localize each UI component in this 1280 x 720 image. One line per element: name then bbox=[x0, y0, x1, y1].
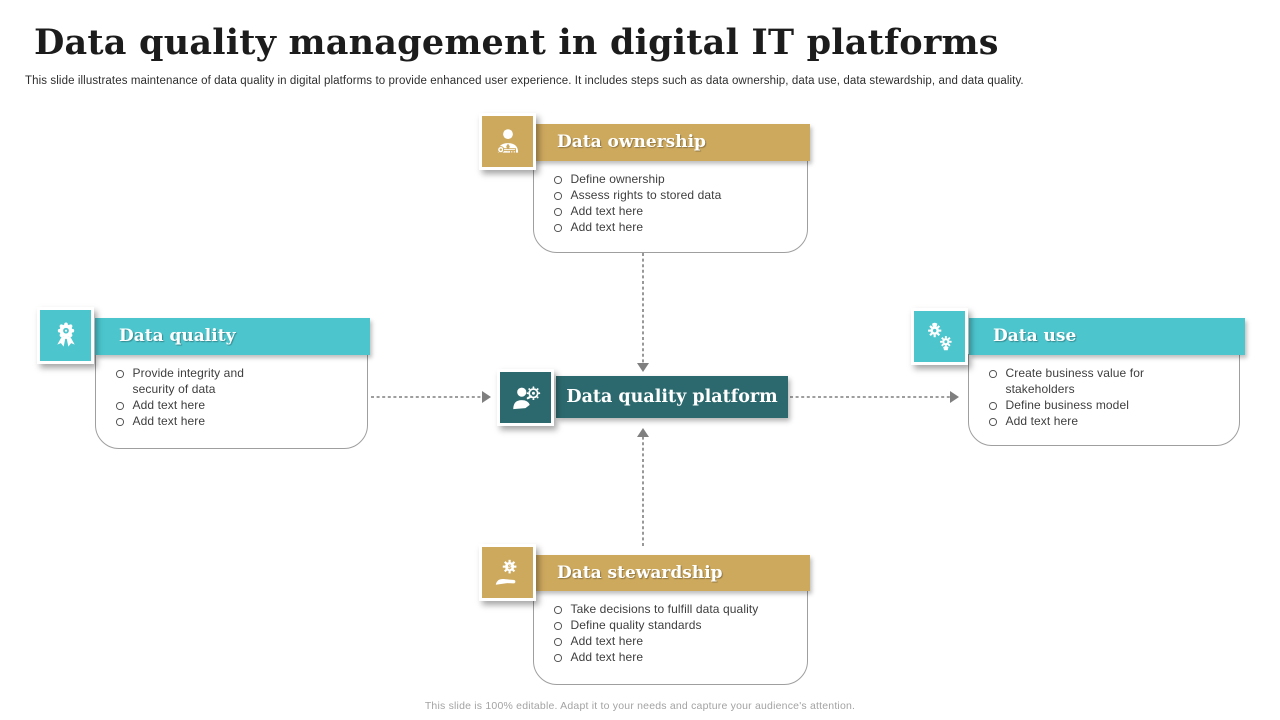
node-header: Data ownership bbox=[533, 124, 810, 161]
bullet-marker bbox=[554, 622, 562, 630]
bullet-marker bbox=[989, 418, 997, 426]
bullet-marker bbox=[554, 176, 562, 184]
node-card: Take decisions to fulfill data quality D… bbox=[533, 590, 808, 685]
bullet-marker bbox=[116, 418, 124, 426]
node-header: Data quality bbox=[95, 318, 370, 355]
bullet-item: Define ownership bbox=[554, 171, 795, 187]
node-header: Data use bbox=[969, 318, 1245, 355]
bullet-item: Add text here bbox=[554, 219, 795, 235]
bullet-item: Add text here bbox=[554, 649, 795, 665]
bullet-marker bbox=[554, 654, 562, 662]
bullet-item: Assess rights to stored data bbox=[554, 187, 795, 203]
bullet-item: Provide integrity and security of data bbox=[116, 365, 355, 397]
svg-text:$: $ bbox=[507, 563, 511, 570]
bullet-marker bbox=[989, 402, 997, 410]
bullet-item: Define quality standards bbox=[554, 617, 795, 633]
hand-gear-icon: $ bbox=[479, 544, 536, 601]
gears-hand-icon bbox=[911, 308, 968, 365]
center-platform-bar: Data quality platform bbox=[556, 376, 788, 418]
node-card: Define ownership Assess rights to stored… bbox=[533, 160, 808, 253]
bullet-item: Create business value for stakeholders bbox=[989, 365, 1227, 397]
bullet-marker bbox=[989, 370, 997, 378]
node-card: Create business value for stakeholders D… bbox=[968, 354, 1240, 446]
node-title: Data stewardship bbox=[557, 563, 723, 583]
bullet-marker bbox=[554, 224, 562, 232]
bullet-marker bbox=[554, 606, 562, 614]
bullet-marker bbox=[554, 208, 562, 216]
node-data-quality: Data quality Provide integrity and secur… bbox=[37, 307, 371, 449]
person-gear-icon bbox=[497, 369, 554, 426]
bullet-marker bbox=[116, 402, 124, 410]
bullet-marker bbox=[116, 370, 124, 378]
node-header: Data stewardship bbox=[533, 555, 810, 591]
node-data-stewardship: $ Data stewardship Take decisions to ful… bbox=[479, 544, 811, 685]
slide-subtitle: This slide illustrates maintenance of da… bbox=[25, 75, 1024, 87]
node-title: Data use bbox=[993, 326, 1077, 346]
bullet-item: Add text here bbox=[989, 413, 1227, 429]
award-ribbon-icon bbox=[37, 307, 94, 364]
bullet-item: Take decisions to fulfill data quality bbox=[554, 601, 795, 617]
center-platform-label: Data quality platform bbox=[566, 387, 778, 407]
bullet-item: Add text here bbox=[116, 413, 355, 429]
node-title: Data ownership bbox=[557, 132, 706, 152]
bullet-marker bbox=[554, 192, 562, 200]
page-title: Data quality management in digital IT pl… bbox=[34, 22, 999, 63]
bullet-list: Create business value for stakeholders D… bbox=[989, 365, 1227, 429]
bullet-marker bbox=[554, 638, 562, 646]
node-data-use: Data use Create business value for stake… bbox=[911, 308, 1246, 448]
bullet-list: Define ownership Assess rights to stored… bbox=[554, 171, 795, 235]
node-card: Provide integrity and security of data A… bbox=[95, 354, 368, 449]
bullet-item: Add text here bbox=[116, 397, 355, 413]
bullet-item: Add text here bbox=[554, 203, 795, 219]
bullet-item: Add text here bbox=[554, 633, 795, 649]
bullet-list: Take decisions to fulfill data quality D… bbox=[554, 601, 795, 665]
person-key-icon bbox=[479, 113, 536, 170]
bullet-item: Define business model bbox=[989, 397, 1227, 413]
node-data-quality-platform: Data quality platform bbox=[497, 369, 789, 427]
node-title: Data quality bbox=[119, 326, 236, 346]
node-data-ownership: Data ownership Define ownership Assess r… bbox=[479, 113, 811, 253]
bullet-list: Provide integrity and security of data A… bbox=[116, 365, 355, 429]
slide-footer: This slide is 100% editable. Adapt it to… bbox=[424, 700, 856, 712]
